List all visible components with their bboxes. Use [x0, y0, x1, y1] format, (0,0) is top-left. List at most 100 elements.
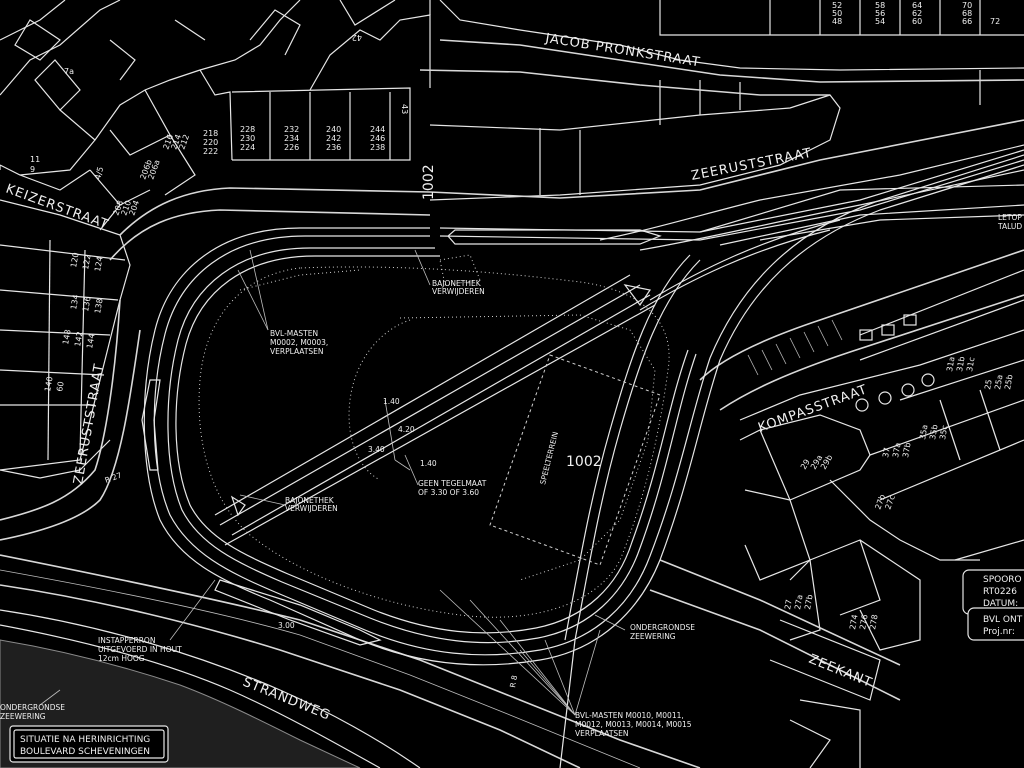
- svg-text:LETOP: LETOP: [998, 213, 1022, 222]
- svg-text:134: 134: [69, 294, 81, 311]
- svg-text:37a: 37a: [891, 442, 902, 459]
- svg-text:R 8: R 8: [508, 674, 519, 688]
- house-numbers-left: 216 214 212 206b 206a 208 210 204 120 12…: [43, 133, 191, 392]
- annotation-bajonethek-mid: BAJONETHEK VERWIJDEREN: [285, 496, 338, 513]
- svg-text:228: 228: [240, 125, 255, 134]
- svg-text:3.00: 3.00: [278, 621, 295, 630]
- svg-text:220: 220: [203, 138, 218, 147]
- svg-text:48: 48: [832, 17, 842, 26]
- svg-text:246: 246: [370, 134, 385, 143]
- svg-text:27b: 27b: [803, 594, 815, 611]
- svg-text:62: 62: [912, 9, 922, 18]
- svg-text:58: 58: [875, 1, 885, 10]
- svg-text:25b: 25b: [1003, 374, 1015, 391]
- svg-text:122: 122: [81, 254, 93, 271]
- svg-text:BVL-MASTEN M0010, M0011,: BVL-MASTEN M0010, M0011,: [575, 711, 684, 720]
- svg-text:218: 218: [203, 129, 218, 138]
- svg-text:25: 25: [983, 379, 994, 391]
- svg-text:M0012, M0013, M0014, M0015: M0012, M0013, M0014, M0015: [575, 720, 692, 729]
- svg-text:148: 148: [61, 329, 73, 346]
- annotation-bvl-masten-bottom: BVL-MASTEN M0010, M0011, M0012, M0013, M…: [575, 711, 692, 738]
- svg-text:37b: 37b: [901, 442, 913, 459]
- svg-text:Proj.nr:: Proj.nr:: [983, 627, 1015, 637]
- street-zeeruststraat-top: ZEERUSTSTRAAT: [690, 146, 813, 184]
- svg-text:OF 3.30 OF 3.60: OF 3.30 OF 3.60: [418, 488, 479, 497]
- svg-text:232: 232: [284, 125, 299, 134]
- svg-text:120: 120: [69, 252, 81, 269]
- svg-text:BVL ONT: BVL ONT: [983, 615, 1023, 625]
- annotation-ondergrondse-left: ONDERGRONDSE ZEEWERING: [0, 703, 65, 721]
- svg-text:DATUM:: DATUM:: [983, 599, 1018, 609]
- street-zeeruststraat-left: ZEERUSTSTRAAT: [71, 362, 107, 486]
- svg-text:144: 144: [85, 333, 97, 350]
- svg-text:29: 29: [799, 458, 812, 471]
- svg-text:238: 238: [370, 143, 385, 152]
- street-jacob-pronkstraat: JACOB PRONKSTRAAT: [543, 31, 701, 70]
- svg-text:240: 240: [326, 125, 341, 134]
- svg-text:VERPLAATSEN: VERPLAATSEN: [575, 729, 629, 738]
- building-blocks-top-left: [0, 0, 431, 479]
- svg-text:226: 226: [284, 143, 299, 152]
- svg-text:138: 138: [93, 298, 105, 315]
- svg-text:VERWIJDEREN: VERWIJDEREN: [285, 504, 338, 513]
- svg-text:52: 52: [832, 1, 842, 10]
- svg-text:4/5: 4/5: [93, 166, 105, 181]
- street-strandweg: STRANDWEG: [241, 675, 333, 724]
- svg-text:35c: 35c: [938, 424, 949, 440]
- svg-text:31b: 31b: [955, 356, 967, 373]
- svg-text:234: 234: [284, 134, 299, 143]
- svg-text:31c: 31c: [965, 356, 976, 372]
- svg-text:11: 11: [30, 155, 40, 164]
- svg-text:M0002, M0003,: M0002, M0003,: [270, 338, 328, 347]
- info-block: SPOORO RT0226 DATUM: BVL ONT Proj.nr:: [962, 569, 1024, 641]
- svg-text:140: 140: [43, 376, 55, 393]
- svg-text:GEEN TEGELMAAT: GEEN TEGELMAAT: [418, 479, 487, 488]
- svg-text:42: 42: [352, 33, 362, 42]
- svg-text:276: 276: [858, 614, 870, 631]
- svg-text:9: 9: [30, 165, 35, 174]
- house-numbers-row: 218 220 222 228 230 224 232 234 226 240 …: [30, 33, 409, 174]
- svg-text:35a: 35a: [918, 424, 929, 441]
- svg-text:274: 274: [848, 614, 860, 631]
- svg-text:VERWIJDEREN: VERWIJDEREN: [432, 287, 485, 296]
- svg-text:64: 64: [912, 1, 922, 10]
- svg-text:60: 60: [912, 17, 922, 26]
- annotation-letop: LETOP TALUD: [997, 213, 1022, 231]
- svg-text:66: 66: [962, 17, 972, 26]
- svg-text:222: 222: [203, 147, 218, 156]
- field-labels: 1002 SPEELTERREIN 1002: [421, 164, 602, 485]
- svg-text:68: 68: [962, 9, 972, 18]
- svg-text:29b: 29b: [819, 453, 834, 471]
- street-outlines: [0, 39, 1024, 768]
- svg-text:3.40: 3.40: [368, 445, 385, 454]
- svg-text:1.40: 1.40: [383, 397, 400, 406]
- title-block: SITUATIE NA HERINRICHTING BOULEVARD SCHE…: [9, 725, 169, 763]
- svg-text:R 27: R 27: [104, 470, 123, 484]
- svg-text:35b: 35b: [928, 424, 940, 441]
- annotation-ondergrondse-right: ONDERGRONDSE ZEEWERING: [630, 623, 695, 641]
- street-zeekant: ZEEKANT: [807, 652, 875, 691]
- building-blocks-right: [739, 269, 1024, 768]
- title-line-1: SITUATIE NA HERINRICHTING: [20, 735, 150, 745]
- svg-text:UITGEVOERD IN HOUT: UITGEVOERD IN HOUT: [98, 645, 182, 654]
- annotation-leaders: [39, 249, 626, 716]
- svg-text:43: 43: [400, 104, 409, 114]
- annotation-instapperron: INSTAPPERRON UITGEVOERD IN HOUT 12cm HOO…: [98, 636, 182, 663]
- annotation-bvl-masten: BVL-MASTEN M0002, M0003, VERPLAATSEN: [270, 329, 328, 356]
- svg-text:INSTAPPERRON: INSTAPPERRON: [98, 636, 155, 645]
- svg-text:ZEEWERING: ZEEWERING: [630, 632, 676, 641]
- svg-text:31a: 31a: [945, 356, 956, 373]
- street-labels: JACOB PRONKSTRAAT ZEERUSTSTRAAT KEIZERST…: [4, 31, 875, 724]
- svg-text:72: 72: [990, 17, 1000, 26]
- svg-text:224: 224: [240, 143, 255, 152]
- svg-text:56: 56: [875, 9, 885, 18]
- svg-text:ONDERGRONDSE: ONDERGRONDSE: [0, 703, 65, 712]
- title-line-2: BOULEVARD SCHEVENINGEN: [20, 747, 150, 757]
- field-id: 1002: [566, 454, 602, 470]
- svg-text:VERPLAATSEN: VERPLAATSEN: [270, 347, 324, 356]
- svg-text:SPOORO: SPOORO: [983, 575, 1022, 585]
- svg-text:242: 242: [326, 134, 341, 143]
- svg-text:37: 37: [881, 447, 892, 459]
- annotation-geen-tegelmaat: GEEN TEGELMAAT OF 3.30 OF 3.60: [418, 479, 487, 497]
